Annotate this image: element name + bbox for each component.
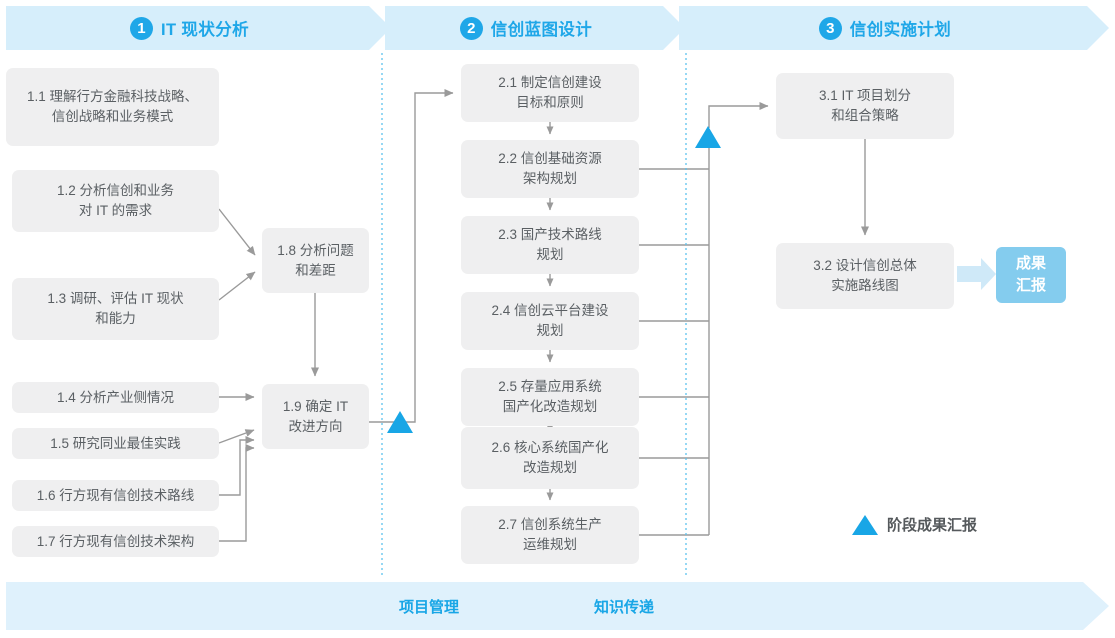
bottom-label-project-management: 项目管理 — [399, 599, 460, 616]
process-box-label: 1.3 调研、评估 IT 现状 和能力 — [47, 291, 184, 326]
process-box-label: 3.2 设计信创总体 实施路线图 — [813, 258, 917, 293]
process-box-label: 1.8 分析问题 和差距 — [277, 242, 354, 278]
milestone-marker-2 — [695, 126, 721, 148]
process-box-1-5[interactable]: 1.5 研究同业最佳实践 — [12, 428, 219, 459]
process-box-3-1[interactable]: 3.1 IT 项目划分 和组合策略 — [776, 73, 954, 139]
process-box-2-7[interactable]: 2.7 信创系统生产 运维规划 — [461, 506, 639, 564]
process-box-label: 2.7 信创系统生产 运维规划 — [498, 517, 602, 552]
process-box-label: 2.1 制定信创建设 目标和原则 — [498, 75, 602, 110]
process-box-label: 1.5 研究同业最佳实践 — [50, 435, 181, 451]
process-box-1-8[interactable]: 1.8 分析问题 和差距 — [262, 228, 369, 293]
phase-header-1[interactable]: 1 IT 现状分析 — [6, 6, 391, 50]
process-box-label: 2.3 国产技术路线 规划 — [498, 227, 602, 262]
process-box-1-9[interactable]: 1.9 确定 IT 改进方向 — [262, 384, 369, 449]
result-arrow — [957, 258, 996, 290]
phase-header-2[interactable]: 2 信创蓝图设计 — [385, 6, 685, 50]
process-box-1-3[interactable]: 1.3 调研、评估 IT 现状 和能力 — [12, 278, 219, 340]
process-box-1-4[interactable]: 1.4 分析产业侧情况 — [12, 382, 219, 413]
triangle-marker-icon — [852, 514, 878, 535]
process-box-3-2[interactable]: 3.2 设计信创总体 实施路线图 — [776, 243, 954, 309]
process-box-2-6[interactable]: 2.6 核心系统国产化 改造规划 — [461, 427, 639, 489]
phase-header-3[interactable]: 3 信创实施计划 — [679, 6, 1109, 50]
process-box-label: 2.5 存量应用系统 国产化改造规划 — [498, 379, 602, 414]
phase-label-2: 信创蓝图设计 — [490, 21, 593, 39]
bottom-band — [6, 582, 1109, 630]
process-box-label: 1.1 理解行方金融科技战略、 信创战略和业务模式 — [26, 89, 199, 124]
result-badge-label: 成果 汇报 — [1015, 255, 1046, 294]
legend: 阶段成果汇报 — [852, 514, 977, 535]
process-box-label: 1.7 行方现有信创技术架构 — [36, 533, 195, 549]
process-box-1-7[interactable]: 1.7 行方现有信创技术架构 — [12, 526, 219, 557]
legend-label: 阶段成果汇报 — [887, 517, 978, 534]
bottom-label-knowledge-transfer: 知识传递 — [594, 599, 655, 616]
process-box-1-6[interactable]: 1.6 行方现有信创技术路线 — [12, 480, 219, 511]
result-badge[interactable]: 成果 汇报 — [996, 247, 1066, 303]
process-box-2-2[interactable]: 2.2 信创基础资源 架构规划 — [461, 140, 639, 198]
phase-number-2: 2 — [460, 17, 483, 40]
process-box-2-4[interactable]: 2.4 信创云平台建设 规划 — [461, 292, 639, 350]
phase-label-3: 信创实施计划 — [849, 21, 952, 39]
phase-number-1: 1 — [130, 17, 153, 40]
phase-number-3: 3 — [819, 17, 842, 40]
process-box-2-1[interactable]: 2.1 制定信创建设 目标和原则 — [461, 64, 639, 122]
process-box-label: 3.1 IT 项目划分 和组合策略 — [818, 88, 912, 123]
process-box-label: 1.6 行方现有信创技术路线 — [36, 487, 195, 503]
process-box-2-5[interactable]: 2.5 存量应用系统 国产化改造规划 — [461, 368, 639, 426]
process-box-1-2[interactable]: 1.2 分析信创和业务 对 IT 的需求 — [12, 170, 219, 232]
process-box-label: 1.9 确定 IT 改进方向 — [282, 398, 349, 434]
process-box-label: 2.4 信创云平台建设 规划 — [491, 303, 609, 338]
milestone-marker-1 — [387, 411, 413, 433]
process-box-label: 1.4 分析产业侧情况 — [56, 389, 175, 405]
phase-label-1: IT 现状分析 — [160, 21, 250, 39]
process-box-2-3[interactable]: 2.3 国产技术路线 规划 — [461, 216, 639, 274]
process-box-1-1[interactable]: 1.1 理解行方金融科技战略、 信创战略和业务模式 — [6, 68, 219, 146]
process-box-label: 1.2 分析信创和业务 对 IT 的需求 — [56, 183, 175, 218]
process-box-label: 2.2 信创基础资源 架构规划 — [498, 151, 602, 186]
process-box-label: 2.6 核心系统国产化 改造规划 — [491, 440, 609, 475]
